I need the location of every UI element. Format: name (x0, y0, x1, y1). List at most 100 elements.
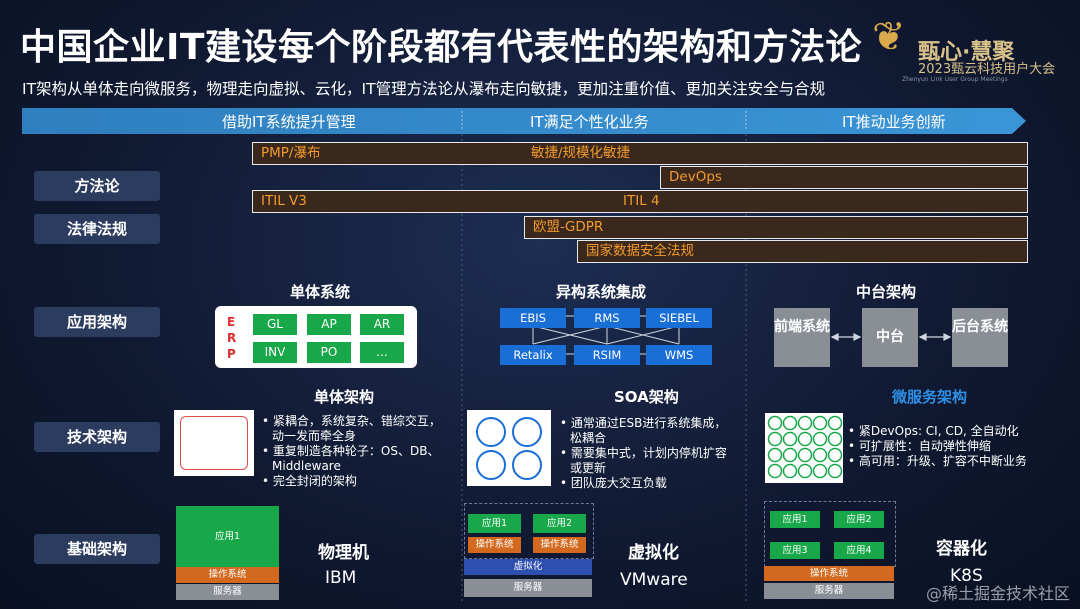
bar-itil4-label: ITIL 4 (623, 193, 660, 209)
stage-2-label: IT满足个性化业务 (530, 113, 649, 131)
tech-micro-bullet-3-text: 高可用：升级、扩容不中断业务 (858, 454, 1027, 468)
tech-soa-bullet-3-text: 团队庞大交互负载 (570, 476, 667, 490)
tech-mono-bullet-3-text: 完全封闭的架构 (272, 474, 357, 488)
erp-module-inv: INV (253, 342, 297, 363)
tech-micro-title: 微服务架构 (892, 388, 968, 406)
stage-arrow-shape (22, 108, 1026, 134)
soa-sys-ebis: EBIS (500, 308, 566, 328)
soa-connectors (532, 315, 680, 355)
row-label-app: 应用架构 (34, 307, 160, 337)
event-logo: ❦ 甄心·慧聚 2023甄云科技用户大会 Zhenyun Link User G… (866, 12, 1066, 83)
erp-letter-r: R (227, 331, 237, 345)
tech-soa-title: SOA架构 (614, 388, 679, 406)
soa-sys-siebel: SIEBEL (646, 308, 712, 328)
logo-line3: Zhenyun Link User Group Meetings (902, 76, 1008, 83)
phys-app: 应用1 (176, 506, 279, 567)
micro-circles-icon (767, 415, 843, 479)
row-label-law: 法律法规 (34, 214, 160, 244)
virt-app1: 应用1 (468, 514, 521, 533)
soa-arch-diagram (467, 410, 551, 486)
tech-micro-bullets: • 紧DevOps: CI, CD, 全自动化 • 可扩展性：自动弹性伸缩 • … (848, 424, 1028, 469)
watermark: @稀土掘金技术社区 (925, 584, 1070, 603)
app-mono-title: 单体系统 (290, 283, 351, 301)
stage-arrow: 借助IT系统提升管理 IT满足个性化业务 IT推动业务创新 (22, 108, 1026, 134)
tech-micro-bullet-2: • 可扩展性：自动弹性伸缩 (848, 439, 991, 453)
virt-frame (464, 503, 594, 559)
bar-gdpr-label: 欧盟-GDPR (533, 219, 604, 235)
mid-front-system: 前端系统 (774, 308, 830, 367)
container-vendor: K8S (950, 566, 983, 586)
row-label-method: 方法论 (34, 171, 160, 201)
section-dividers (461, 134, 747, 604)
bar-pmp-agile: PMP/瀑布 敏捷/规模化敏捷 (252, 142, 1028, 165)
app-soa-title: 异构系统集成 (556, 283, 647, 301)
phys-vendor: IBM (325, 568, 357, 588)
tech-micro-bullet-1-text: 紧DevOps: CI, CD, 全自动化 (858, 424, 1019, 438)
bar-pmp-label: PMP/瀑布 (261, 145, 321, 161)
stage-3-label: IT推动业务创新 (842, 113, 946, 131)
bar-itil3-label: ITIL V3 (261, 193, 307, 209)
erp-module-ar: AR (360, 314, 404, 335)
tech-mono-bullet-2: • 重复制造各种轮子：OS、DB、Middleware (262, 444, 440, 473)
logo-line2: 2023甄云科技用户大会 (918, 62, 1056, 77)
bar-devops-label: DevOps (669, 169, 722, 185)
phys-label: 物理机 (318, 543, 369, 563)
container-app1: 应用1 (770, 511, 820, 528)
bar-national-label: 国家数据安全法规 (586, 243, 694, 259)
phys-server: 服务器 (176, 584, 279, 600)
stage-1-label: 借助IT系统提升管理 (222, 113, 356, 131)
tech-mono-bullet-2-text: 重复制造各种轮子：OS、DB、Middleware (272, 444, 440, 473)
virt-os1: 操作系统 (468, 537, 521, 553)
tech-soa-bullet-2: • 需要集中式，计划内停机扩容或更新 (560, 446, 727, 475)
container-label: 容器化 (936, 539, 987, 559)
tech-micro-bullet-1: • 紧DevOps: CI, CD, 全自动化 (848, 424, 1019, 438)
row-label-infra: 基础架构 (34, 534, 160, 564)
page-title: 中国企业IT建设每个阶段都有代表性的架构和方法论 (20, 27, 862, 68)
virt-label: 虚拟化 (628, 543, 679, 563)
tech-mono-bullet-3: • 完全封闭的架构 (262, 474, 357, 488)
container-app3: 应用3 (770, 542, 820, 559)
tech-soa-bullet-1-text: 通常通过ESB进行系统集成，松耦合 (570, 416, 727, 445)
soa-circles-icon (476, 417, 542, 480)
soa-sys-rsim: RSIM (574, 345, 640, 365)
container-app2: 应用2 (834, 511, 884, 528)
bar-devops: DevOps (660, 166, 1028, 189)
bar-itil: ITIL V3 ITIL 4 (252, 190, 1028, 213)
erp-module-po: PO (307, 342, 351, 363)
virt-server: 服务器 (464, 579, 592, 597)
erp-letter-e: E (227, 315, 236, 329)
tech-mono-bullets: • 紧耦合，系统复杂、错综交互，动一发而牵全身 • 重复制造各种轮子：OS、DB… (262, 414, 442, 489)
virt-app2: 应用2 (533, 514, 586, 533)
phys-os: 操作系统 (176, 567, 279, 583)
page-subtitle: IT架构从单体走向微服务，物理走向虚拟、云化，IT管理方法论从瀑布走向敏捷，更加… (22, 80, 826, 98)
tech-mono-bullet-1: • 紧耦合，系统复杂、错综交互，动一发而牵全身 (262, 414, 441, 443)
mid-platform: 中台 (862, 308, 918, 367)
tech-soa-bullet-2-text: 需要集中式，计划内停机扩容或更新 (570, 446, 727, 475)
container-os: 操作系统 (764, 566, 894, 581)
soa-sys-retalix: Retalix (500, 345, 566, 365)
erp-letters: E R P (227, 314, 236, 362)
tech-micro-bullet-2-text: 可扩展性：自动弹性伸缩 (858, 439, 991, 453)
virt-os2: 操作系统 (533, 537, 586, 553)
soa-sys-rms: RMS (574, 308, 640, 328)
container-app4: 应用4 (834, 542, 884, 559)
erp-module-gl: GL (253, 314, 297, 335)
mid-arrows (830, 333, 952, 341)
app-mid-title: 中台架构 (856, 283, 917, 301)
tech-micro-bullet-3: • 高可用：升级、扩容不中断业务 (848, 454, 1027, 468)
mono-block-icon (180, 416, 248, 470)
erp-letter-p: P (227, 347, 236, 361)
soa-sys-wms: WMS (646, 345, 712, 365)
bar-gdpr: 欧盟-GDPR (524, 216, 1028, 239)
tech-soa-bullet-3: • 团队庞大交互负载 (560, 476, 667, 490)
row-label-tech: 技术架构 (34, 422, 160, 452)
erp-box: E R P GL AP AR INV PO ... (215, 306, 417, 368)
tech-mono-bullet-1-text: 紧耦合，系统复杂、错综交互，动一发而牵全身 (272, 414, 441, 443)
mid-back-system: 后台系统 (952, 308, 1008, 367)
erp-module-ap: AP (307, 314, 351, 335)
container-server: 服务器 (764, 583, 894, 599)
mono-arch-diagram (174, 410, 254, 476)
bar-agile-label: 敏捷/规模化敏捷 (531, 145, 631, 161)
micro-arch-diagram (765, 413, 843, 483)
logo-icon: ❦ (872, 14, 906, 60)
